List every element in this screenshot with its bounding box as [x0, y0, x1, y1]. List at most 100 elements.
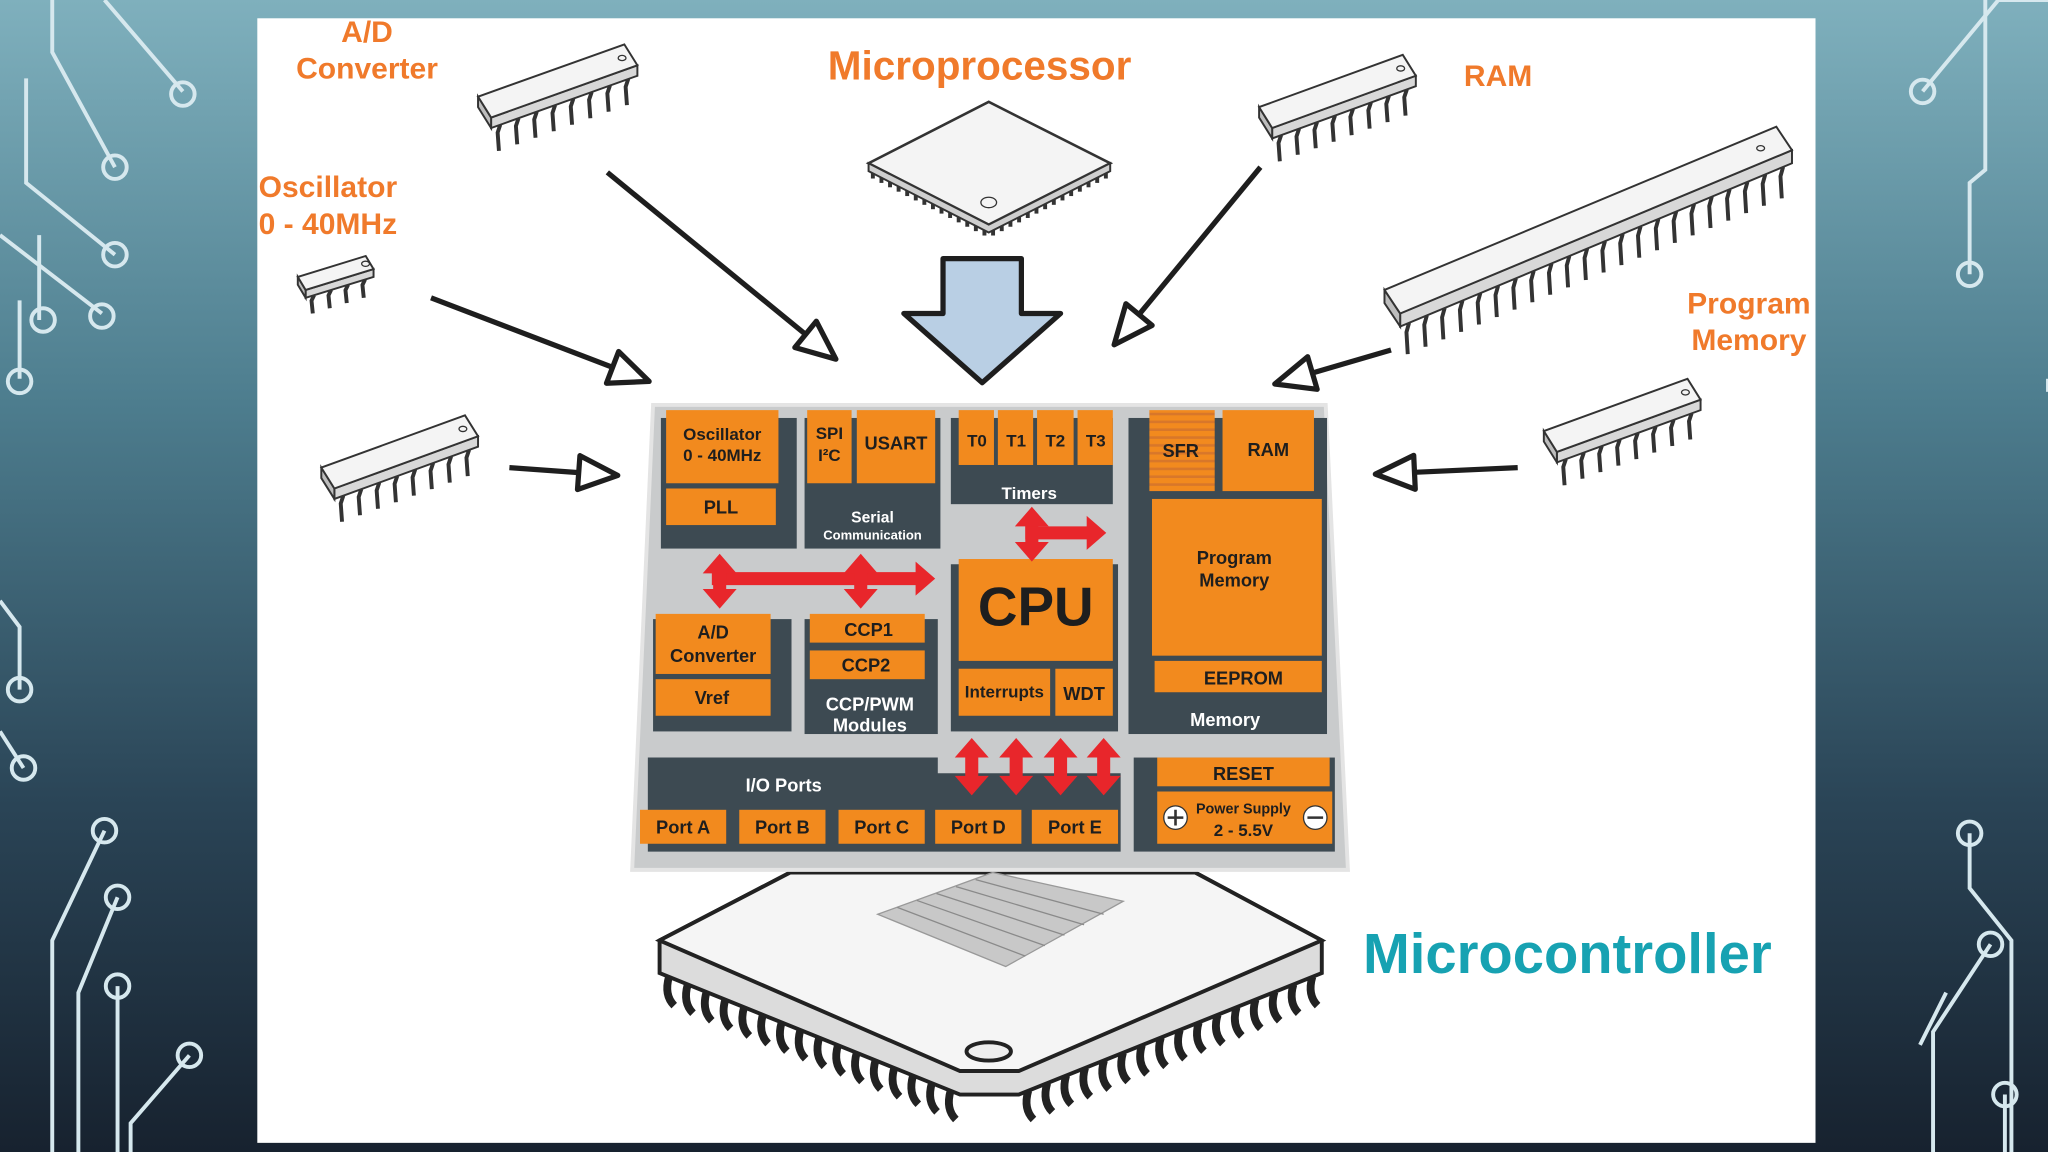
block-ad-converter: [655, 613, 771, 674]
chip-notch: [1756, 144, 1766, 152]
text-eeprom: EEPROM: [1204, 667, 1283, 688]
circuit-trace: [50, 829, 107, 1152]
chip-pin: [309, 294, 316, 314]
circuit-trace: [1967, 833, 2014, 1152]
block-wdt: [1055, 668, 1113, 716]
text-ccp-1: CCP/PWM: [826, 694, 914, 715]
pointer-arrow-head: [1372, 452, 1418, 492]
chip-pin: [1546, 262, 1554, 295]
die-trace: [955, 885, 1085, 926]
chip-pin: [1117, 1051, 1132, 1085]
merge-block-arrow: [901, 255, 1064, 386]
circuit-trace: [128, 1054, 191, 1152]
chip-top: [1542, 377, 1703, 454]
ad-converter-chip: [476, 43, 639, 151]
chip-top: [655, 870, 1327, 1073]
port-d: [935, 809, 1022, 844]
microcontroller-chip: [655, 870, 1327, 1123]
chip-top: [1383, 125, 1794, 315]
chip-pin: [1312, 121, 1319, 149]
microprocessor-chip: [865, 100, 1114, 236]
text-usart: USART: [865, 432, 928, 453]
chip-pin: [682, 983, 696, 1016]
text-port-b: Port B: [755, 816, 810, 837]
chip-notch: [360, 260, 371, 268]
circuit-trace: [0, 599, 22, 690]
block-ram: [1222, 410, 1314, 492]
bus-arrow-io-3: [1043, 737, 1078, 796]
text-spi: SPI: [816, 424, 843, 443]
microcontroller-block-diagram: Oscillator 0 - 40MHz PLL SPI I²C USART S…: [630, 402, 1350, 872]
bus-arrow-io-4: [1086, 737, 1121, 796]
block-program-memory: [1151, 498, 1322, 656]
circuit-trace: [24, 78, 117, 257]
text-power-2: 2 - 5.5V: [1214, 821, 1274, 840]
block-ccp2: [809, 650, 925, 680]
circuit-node: [88, 302, 116, 330]
circuit-node: [101, 153, 129, 181]
chip-pin: [1707, 196, 1714, 229]
text-memory: Memory: [1190, 709, 1261, 730]
text-t2: T2: [1045, 432, 1065, 451]
text-wdt: WDT: [1063, 683, 1105, 704]
die-trace: [916, 899, 1046, 947]
chip-pin: [1493, 285, 1501, 318]
chip-pin: [1193, 1021, 1207, 1054]
ram-chip: [1257, 53, 1418, 162]
chip-pin: [663, 975, 678, 1009]
chip-pin: [568, 97, 576, 125]
bus-arrow-io-2: [999, 737, 1034, 796]
chip-pin: [1404, 322, 1411, 355]
circuit-trace: [76, 896, 120, 1152]
pointer-arrow-shaft: [509, 464, 579, 476]
chip-pin: [1457, 300, 1465, 333]
text-program-memory-2: Memory: [1199, 569, 1270, 590]
circuit-node: [9, 754, 38, 782]
chip-pin: [1098, 1059, 1113, 1092]
die-trace: [936, 892, 1065, 936]
chip-pin: [776, 1021, 790, 1054]
block-sfr: [1149, 410, 1215, 492]
chip-pin: [1689, 203, 1696, 236]
circuit-node: [1955, 260, 1984, 288]
port-b: [739, 809, 826, 844]
data-bus-arrows: [702, 506, 1121, 796]
chip-pin: [1422, 314, 1429, 347]
chip-pin: [1636, 225, 1643, 258]
chip-pin: [738, 1006, 753, 1039]
chip-pin: [392, 475, 400, 503]
chip-notch: [458, 425, 468, 433]
chip-top: [296, 254, 376, 292]
chip-top: [319, 414, 480, 490]
chip-notch: [1680, 389, 1690, 396]
chip-illustrations: [296, 43, 1794, 522]
circuit-node: [29, 306, 57, 334]
text-oscillator-1: Oscillator: [683, 425, 762, 444]
text-ccp2: CCP2: [842, 654, 891, 675]
chip-pin: [1366, 101, 1373, 129]
port-c: [838, 809, 925, 844]
chip-pin: [813, 1036, 828, 1070]
text-ad-1: A/D: [697, 622, 728, 643]
chip-pin: [1671, 210, 1679, 243]
label-oscillator-line1: Oscillator: [259, 171, 398, 204]
chip-top: [476, 43, 639, 119]
label-oscillator-line2: 0 - 40MHz: [259, 208, 398, 241]
plus-terminal-icon: [1163, 805, 1188, 831]
chip-pin: [1230, 1006, 1245, 1039]
chip-pin: [1600, 240, 1607, 273]
chip-pin: [1475, 292, 1483, 325]
pointer-arrow-shaft: [1137, 165, 1263, 317]
circuit-trace: [50, 0, 117, 169]
chip-pin: [605, 84, 612, 112]
chip-pin: [1582, 248, 1590, 281]
text-io-ports: I/O Ports: [746, 775, 822, 796]
label-program-memory-line1: Program: [1687, 287, 1810, 320]
chip-pin: [360, 278, 367, 298]
text-ad-2: Converter: [670, 645, 756, 666]
port-a: [639, 809, 727, 844]
circuit-node: [103, 883, 132, 912]
circuit-node: [101, 240, 129, 269]
bus-arrow-ad: [702, 553, 737, 609]
